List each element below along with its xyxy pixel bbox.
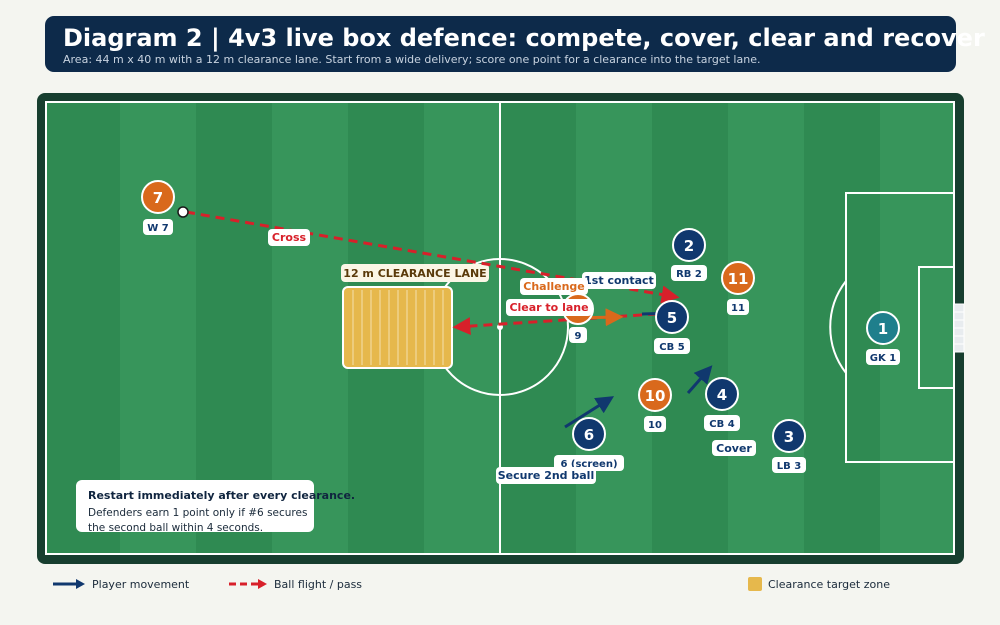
note-box: Restart immediately after every clearanc…	[76, 480, 355, 534]
secure-second-ball-tag: Secure 2nd ball	[496, 467, 596, 484]
legend-target-zone: Clearance target zone	[748, 574, 890, 594]
player-gk1: 1 GK 1	[866, 311, 900, 365]
cross-tag: Cross	[268, 229, 310, 246]
clearance-ball-flight	[452, 311, 673, 336]
svg-text:CB 4: CB 4	[709, 419, 734, 430]
ball-icon	[177, 206, 189, 218]
svg-text:10: 10	[645, 387, 666, 405]
svg-text:5: 5	[667, 309, 677, 327]
svg-text:11: 11	[731, 303, 745, 314]
player-10: 10 10	[638, 378, 672, 432]
clearance-lane-label: 12 m CLEARANCE LANE	[341, 264, 489, 282]
svg-text:12 m CLEARANCE LANE: 12 m CLEARANCE LANE	[343, 267, 486, 280]
clearance-lane-zone	[342, 286, 453, 369]
pitch-frame: 12 m CLEARANCE LANE 7 W 7 9 9 11 11 10 1…	[37, 93, 965, 564]
svg-text:RB 2: RB 2	[676, 269, 702, 280]
svg-text:6: 6	[584, 426, 594, 444]
first-contact-tag: 1st contact	[582, 272, 656, 289]
player-lb3: 3 LB 3	[772, 419, 806, 473]
pitch-diagram: 12 m CLEARANCE LANE 7 W 7 9 9 11 11 10 1…	[45, 101, 965, 555]
player-rb2: 2 RB 2	[671, 228, 707, 281]
svg-text:1st contact: 1st contact	[584, 274, 654, 287]
cross-ball-flight	[185, 210, 680, 304]
svg-text:4: 4	[717, 386, 727, 404]
svg-text:1: 1	[878, 320, 888, 338]
svg-text:3: 3	[784, 428, 794, 446]
svg-text:10: 10	[648, 420, 662, 431]
legend-player-movement: Player movement	[52, 574, 189, 594]
player-11: 11 11	[721, 261, 755, 315]
svg-text:LB 3: LB 3	[777, 461, 801, 472]
cover-movement-arrow	[686, 365, 713, 394]
player-w7: 7 W 7	[141, 180, 175, 235]
movement-arrow-icon	[53, 579, 85, 589]
svg-text:Challenge: Challenge	[523, 280, 585, 293]
player-cb4: 4 CB 4	[704, 377, 740, 431]
svg-text:GK 1: GK 1	[870, 353, 896, 364]
legend-ball-flight: Ball flight / pass	[228, 574, 362, 594]
diagram-subtitle: Area: 44 m x 40 m with a 12 m clearance …	[63, 53, 761, 66]
diagram-title: Diagram 2 | 4v3 live box defence: compet…	[63, 24, 985, 52]
screen-movement-arrow	[564, 396, 615, 429]
legend-ball-flight-label: Ball flight / pass	[274, 577, 363, 591]
player-cb5: 5 CB 5	[654, 300, 690, 354]
goal-net	[953, 303, 965, 353]
legend-movement-label: Player movement	[92, 577, 190, 591]
svg-text:Cross: Cross	[272, 231, 307, 244]
svg-text:the second ball within 4 secon: the second ball within 4 seconds.	[88, 522, 263, 534]
svg-text:2: 2	[684, 237, 694, 255]
diagram-header: Diagram 2 | 4v3 live box defence: compet…	[45, 16, 985, 72]
target-zone-swatch	[748, 577, 762, 591]
legend-target-zone-label: Clearance target zone	[768, 577, 890, 591]
clear-to-lane-tag: Clear to lane	[506, 299, 592, 316]
svg-text:11: 11	[728, 270, 749, 288]
svg-text:Cover: Cover	[716, 442, 752, 455]
svg-text:CB 5: CB 5	[659, 342, 684, 353]
cover-tag: Cover	[712, 440, 756, 456]
svg-text:6 (screen): 6 (screen)	[560, 459, 617, 470]
svg-text:7: 7	[153, 189, 163, 207]
svg-text:W 7: W 7	[147, 223, 169, 234]
svg-text:9: 9	[575, 331, 582, 342]
svg-text:Clear to lane: Clear to lane	[509, 301, 588, 314]
svg-text:Secure 2nd ball: Secure 2nd ball	[498, 469, 594, 482]
challenge-tag: Challenge	[520, 278, 588, 295]
ball-flight-arrow-icon	[229, 579, 267, 589]
svg-text:Defenders earn 1 point only if: Defenders earn 1 point only if #6 secure…	[88, 507, 307, 519]
svg-text:Restart immediately after ever: Restart immediately after every clearanc…	[88, 489, 355, 502]
